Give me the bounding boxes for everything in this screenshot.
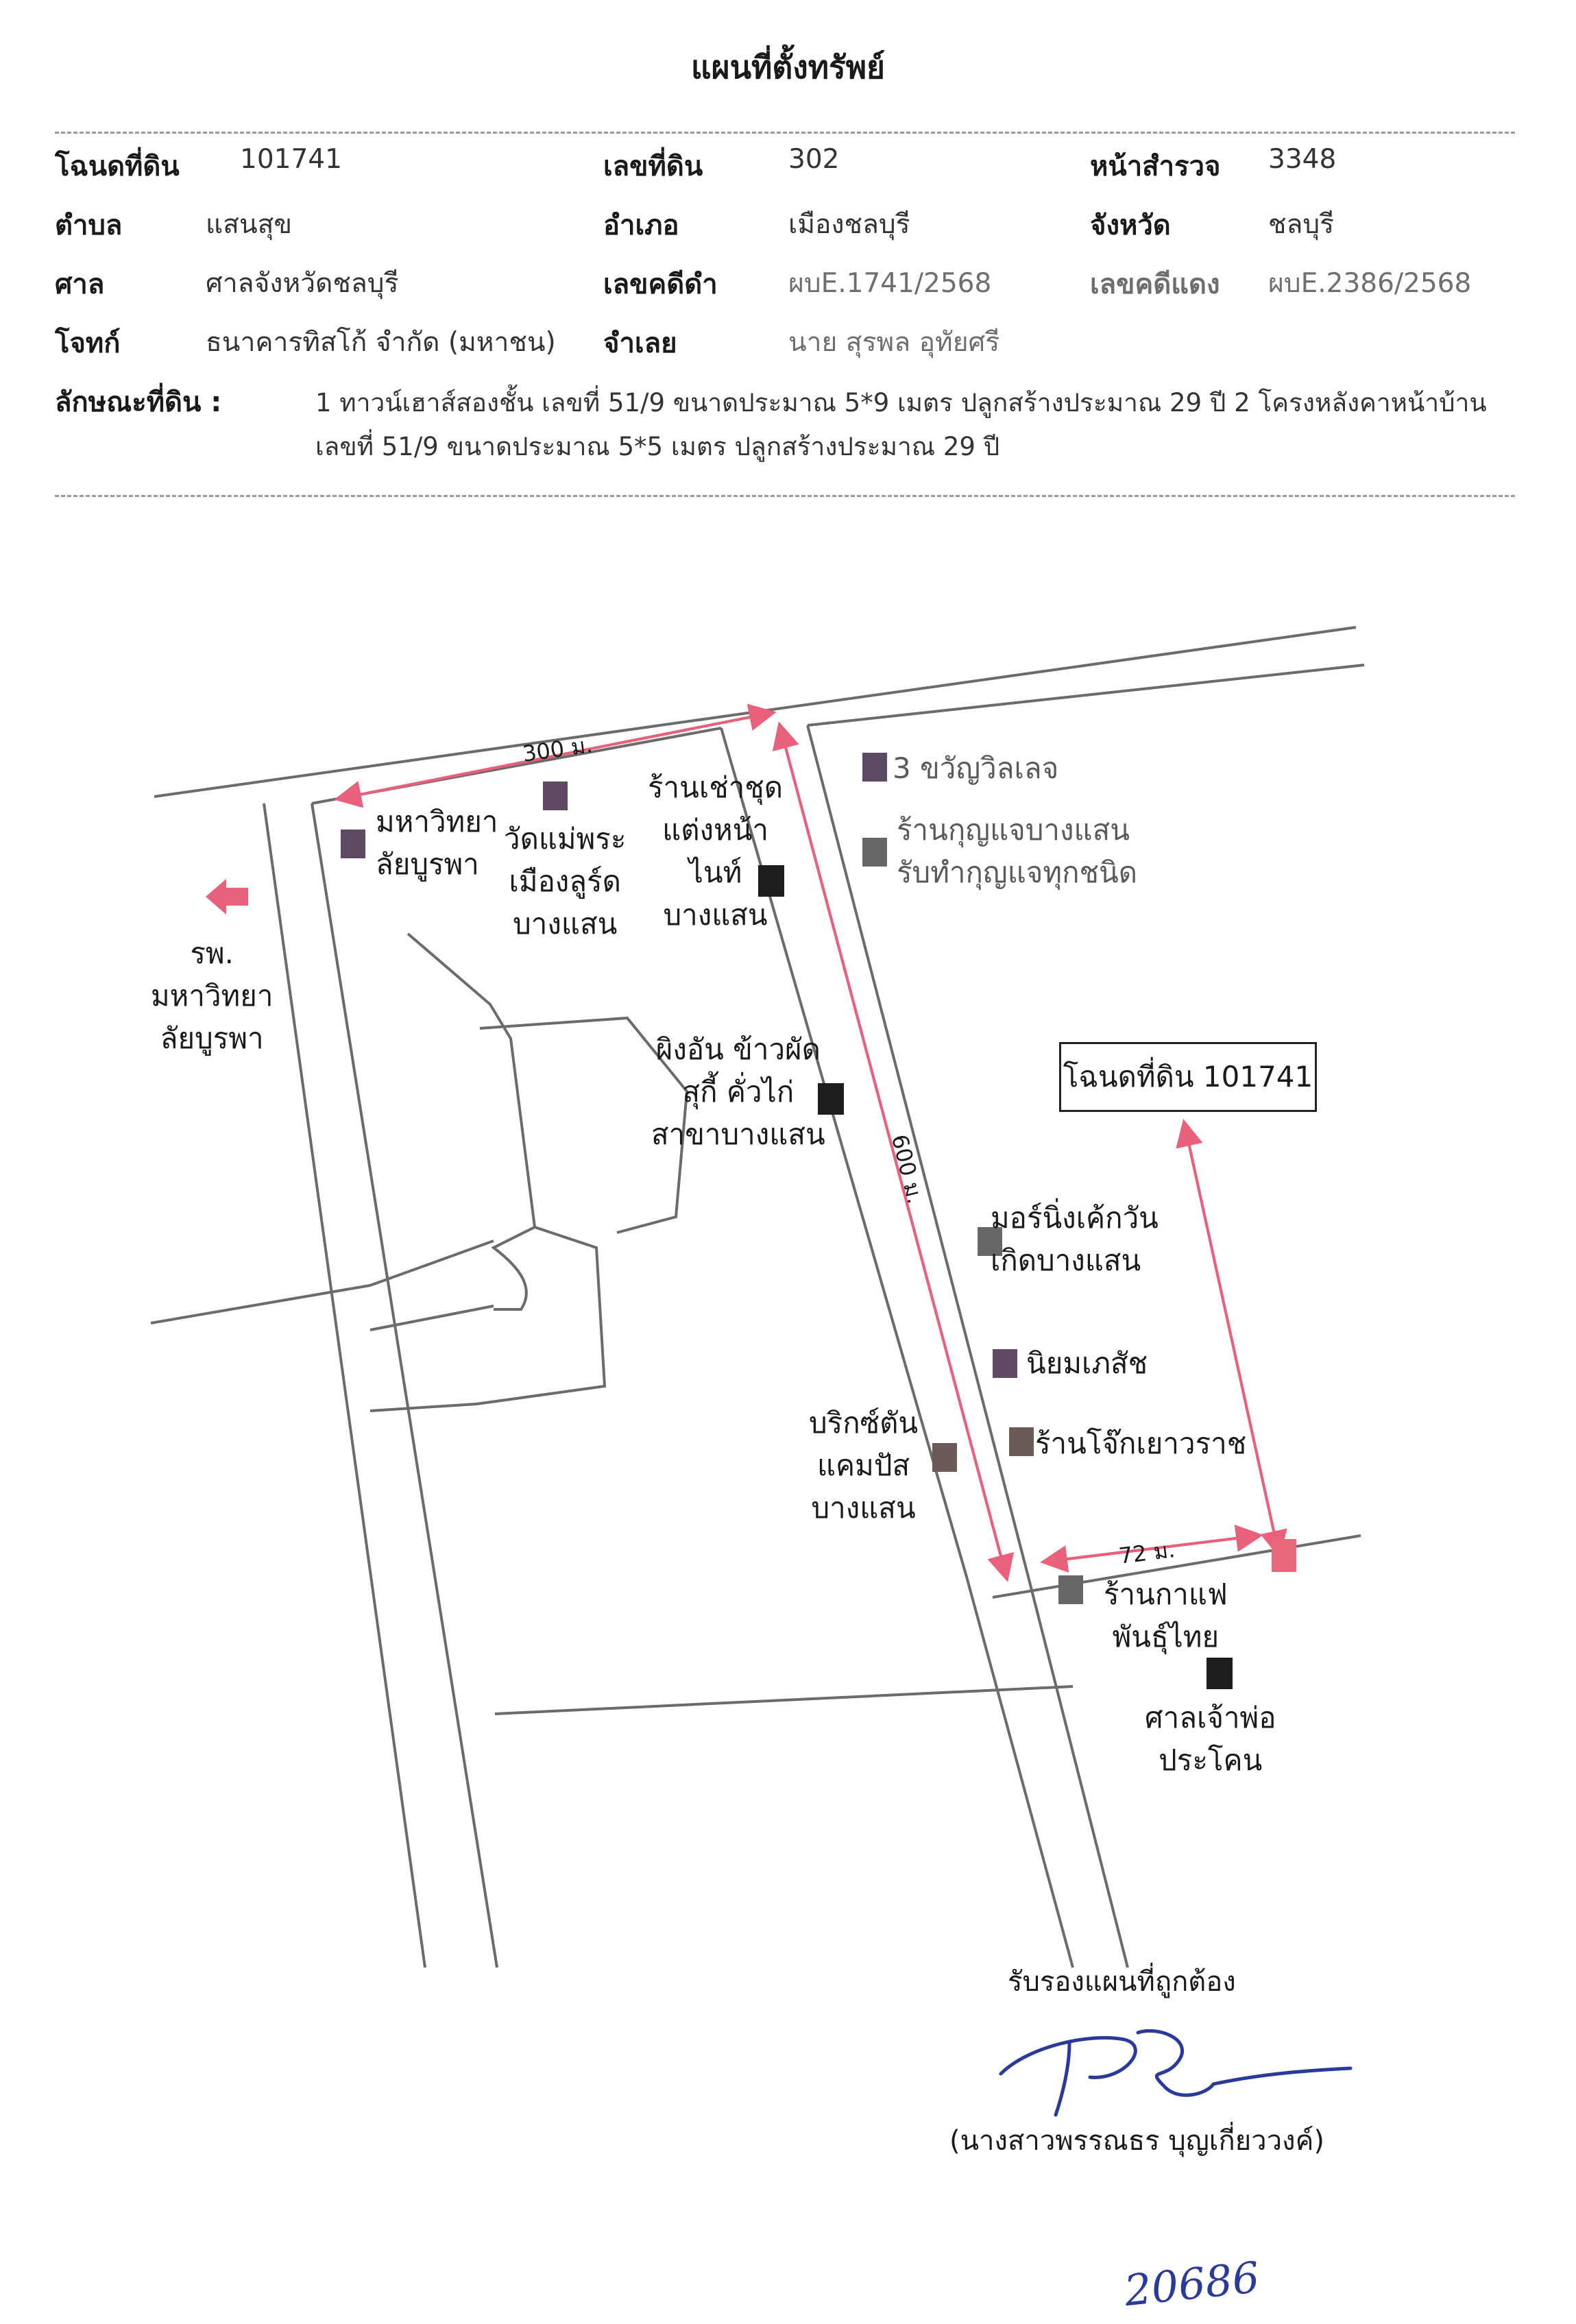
marker-shrine [1207,1658,1233,1689]
top-road-edge-lower-right [807,664,1365,727]
header-row-5: ลักษณะที่ดิน : 1 ทาวน์เฮาส์สองชั้น เลขที… [55,380,1515,421]
roundabout-lane [491,1226,535,1311]
subdistrict-label: ตำบล [55,210,123,241]
key-shop-label: ร้านกุญแจบางแสน รับทำกุญแจทุกชนิด [897,813,1137,889]
jok-shop-label: ร้านโจ๊กเยาวราช [1035,1427,1247,1460]
header-row-2: ตำบล แสนสุข อำเภอ เมืองชลบุรี จังหวัด ชล… [55,203,1515,251]
marker-niyom [993,1349,1017,1378]
red-case-value: ผบE.2386/2568 [1268,268,1472,299]
defendant-label: จำเลย [603,328,677,359]
side-road-join [369,1239,494,1331]
deed-label: โฉนดที่ดิน [55,151,180,182]
marker-jok-shop [1009,1427,1034,1456]
deed-value: 101741 [240,144,342,175]
header-row-4: โจทก์ ธนาคารทิสโก้ จำกัด (มหาชน) จำเลย น… [55,321,1515,369]
signer-name: (นางสาวพรรณธร บุญเกี่ยววงค์) [949,2125,1324,2157]
map-markers [341,753,1296,1689]
arrow-72-west [1040,1534,1259,1573]
signature-icon [999,2029,1353,2117]
divider-top [55,132,1515,134]
inner-lane [369,932,607,1412]
ping-an-label: ผิงอัน ข้าวผัด สุกี้ คั่วไก่ สาขาบางแสน [651,1032,825,1151]
plaintiff-label: โจทก์ [55,328,121,359]
coffee-label: ร้านกาแฟ พันธุ์ไทย [1104,1577,1228,1654]
side-road-east [992,1534,1361,1599]
side-road-west [150,1284,371,1324]
page-title: แผนที่ตั้งทรัพย์ [690,49,885,86]
divider-bottom [55,495,1515,497]
certify-text: รับรองแผนที่ถูกต้อง [1008,1966,1236,1998]
parcel-label-box: โฉนดที่ดิน 101741 [1059,1042,1317,1112]
marker-briks [932,1443,957,1472]
court-label: ศาล [55,269,105,300]
marker-khwan-wilai [862,753,887,782]
province-label: จังหวัด [1090,210,1171,241]
black-case-label: เลขคดีดำ [603,269,718,300]
arrow-parcel-up [1176,1119,1280,1553]
morning-cake-label: มอร์นิ่งเค้กวัน เกิดบางแสน [991,1201,1159,1277]
court-value: ศาลจังหวัดชลบุรี [206,268,399,299]
red-case-label: เลขคดีแดง [1090,269,1220,300]
khwan-wilai-label: 3 ขวัญวิลเลจ [893,751,1059,785]
main-road-edge-right [806,725,1129,1968]
arrow-600-north [772,721,1008,1577]
plaintiff-value: ธนาคารทิสโก้ จำกัด (มหาชน) [206,327,556,358]
defendant-value: นาย สุรพล อุทัยศรี [788,327,1000,358]
marker-property [1272,1539,1296,1572]
suit-shop-label: ร้านเช่าชุด แต่งหน้า ไนท์ บางแสน [648,771,784,932]
district-value: เมืองชลบุรี [788,209,910,240]
main-road-edge-left [720,727,1074,1968]
cross-road-south [494,1685,1074,1715]
survey-value: 3348 [1268,144,1337,175]
hospital-direction-arrow-icon [206,879,248,915]
land-desc-line1: 1 ทาวน์เฮาส์สองชั้น เลขที่ 51/9 ขนาดประม… [315,388,1487,417]
survey-label: หน้าสำรวจ [1090,151,1221,182]
header-row-1: โฉนดที่ดิน 101741 เลขที่ดิน 302 หน้าสำรว… [55,144,1515,192]
briks-label: บริกซ์ตัน แคมปัส บางแสน [809,1406,919,1525]
hospital-label: รพ. มหาวิทยา ลัยบูรพา [151,936,274,1055]
university-label: มหาวิทยา ลัยบูรพา [376,805,498,881]
marker-suit-shop [758,865,784,897]
temple-label: วัดแม่พระ เมืองลูร์ด บางแสน [504,822,627,941]
marker-temple [543,782,568,810]
marker-key-shop [862,838,887,867]
land-no-label: เลขที่ดิน [603,151,703,182]
left-road-edge-outer [263,803,426,1968]
marker-university [341,830,365,858]
marker-morning-cake [978,1227,1002,1256]
inner-lane-branch [479,1016,689,1234]
arrow-300-east [339,703,777,800]
left-road-edge-inner [311,803,498,1968]
subdistrict-value: แสนสุข [206,209,293,240]
land-desc-line2: เลขที่ 51/9 ขนาดประมาณ 5*5 เมตร ปลูกสร้า… [315,432,1000,461]
land-no-value: 302 [788,144,840,175]
province-value: ชลบุรี [1268,209,1335,240]
niyom-label: นิยมเภสัช [1026,1346,1148,1380]
shrine-label: ศาลเจ้าพ่อ ประโคน [1145,1701,1276,1777]
district-label: อำเภอ [603,210,679,241]
distance-72-label: 72 ม. [1117,1536,1177,1569]
header-row-3: ศาล ศาลจังหวัดชลบุรี เลขคดีดำ ผบE.1741/2… [55,262,1515,310]
marker-coffee [1058,1575,1083,1604]
marker-ping-an [818,1083,844,1115]
distance-arrows [334,703,1287,1582]
black-case-value: ผบE.1741/2568 [788,268,992,299]
land-desc-label: ลักษณะที่ดิน : [55,387,222,418]
